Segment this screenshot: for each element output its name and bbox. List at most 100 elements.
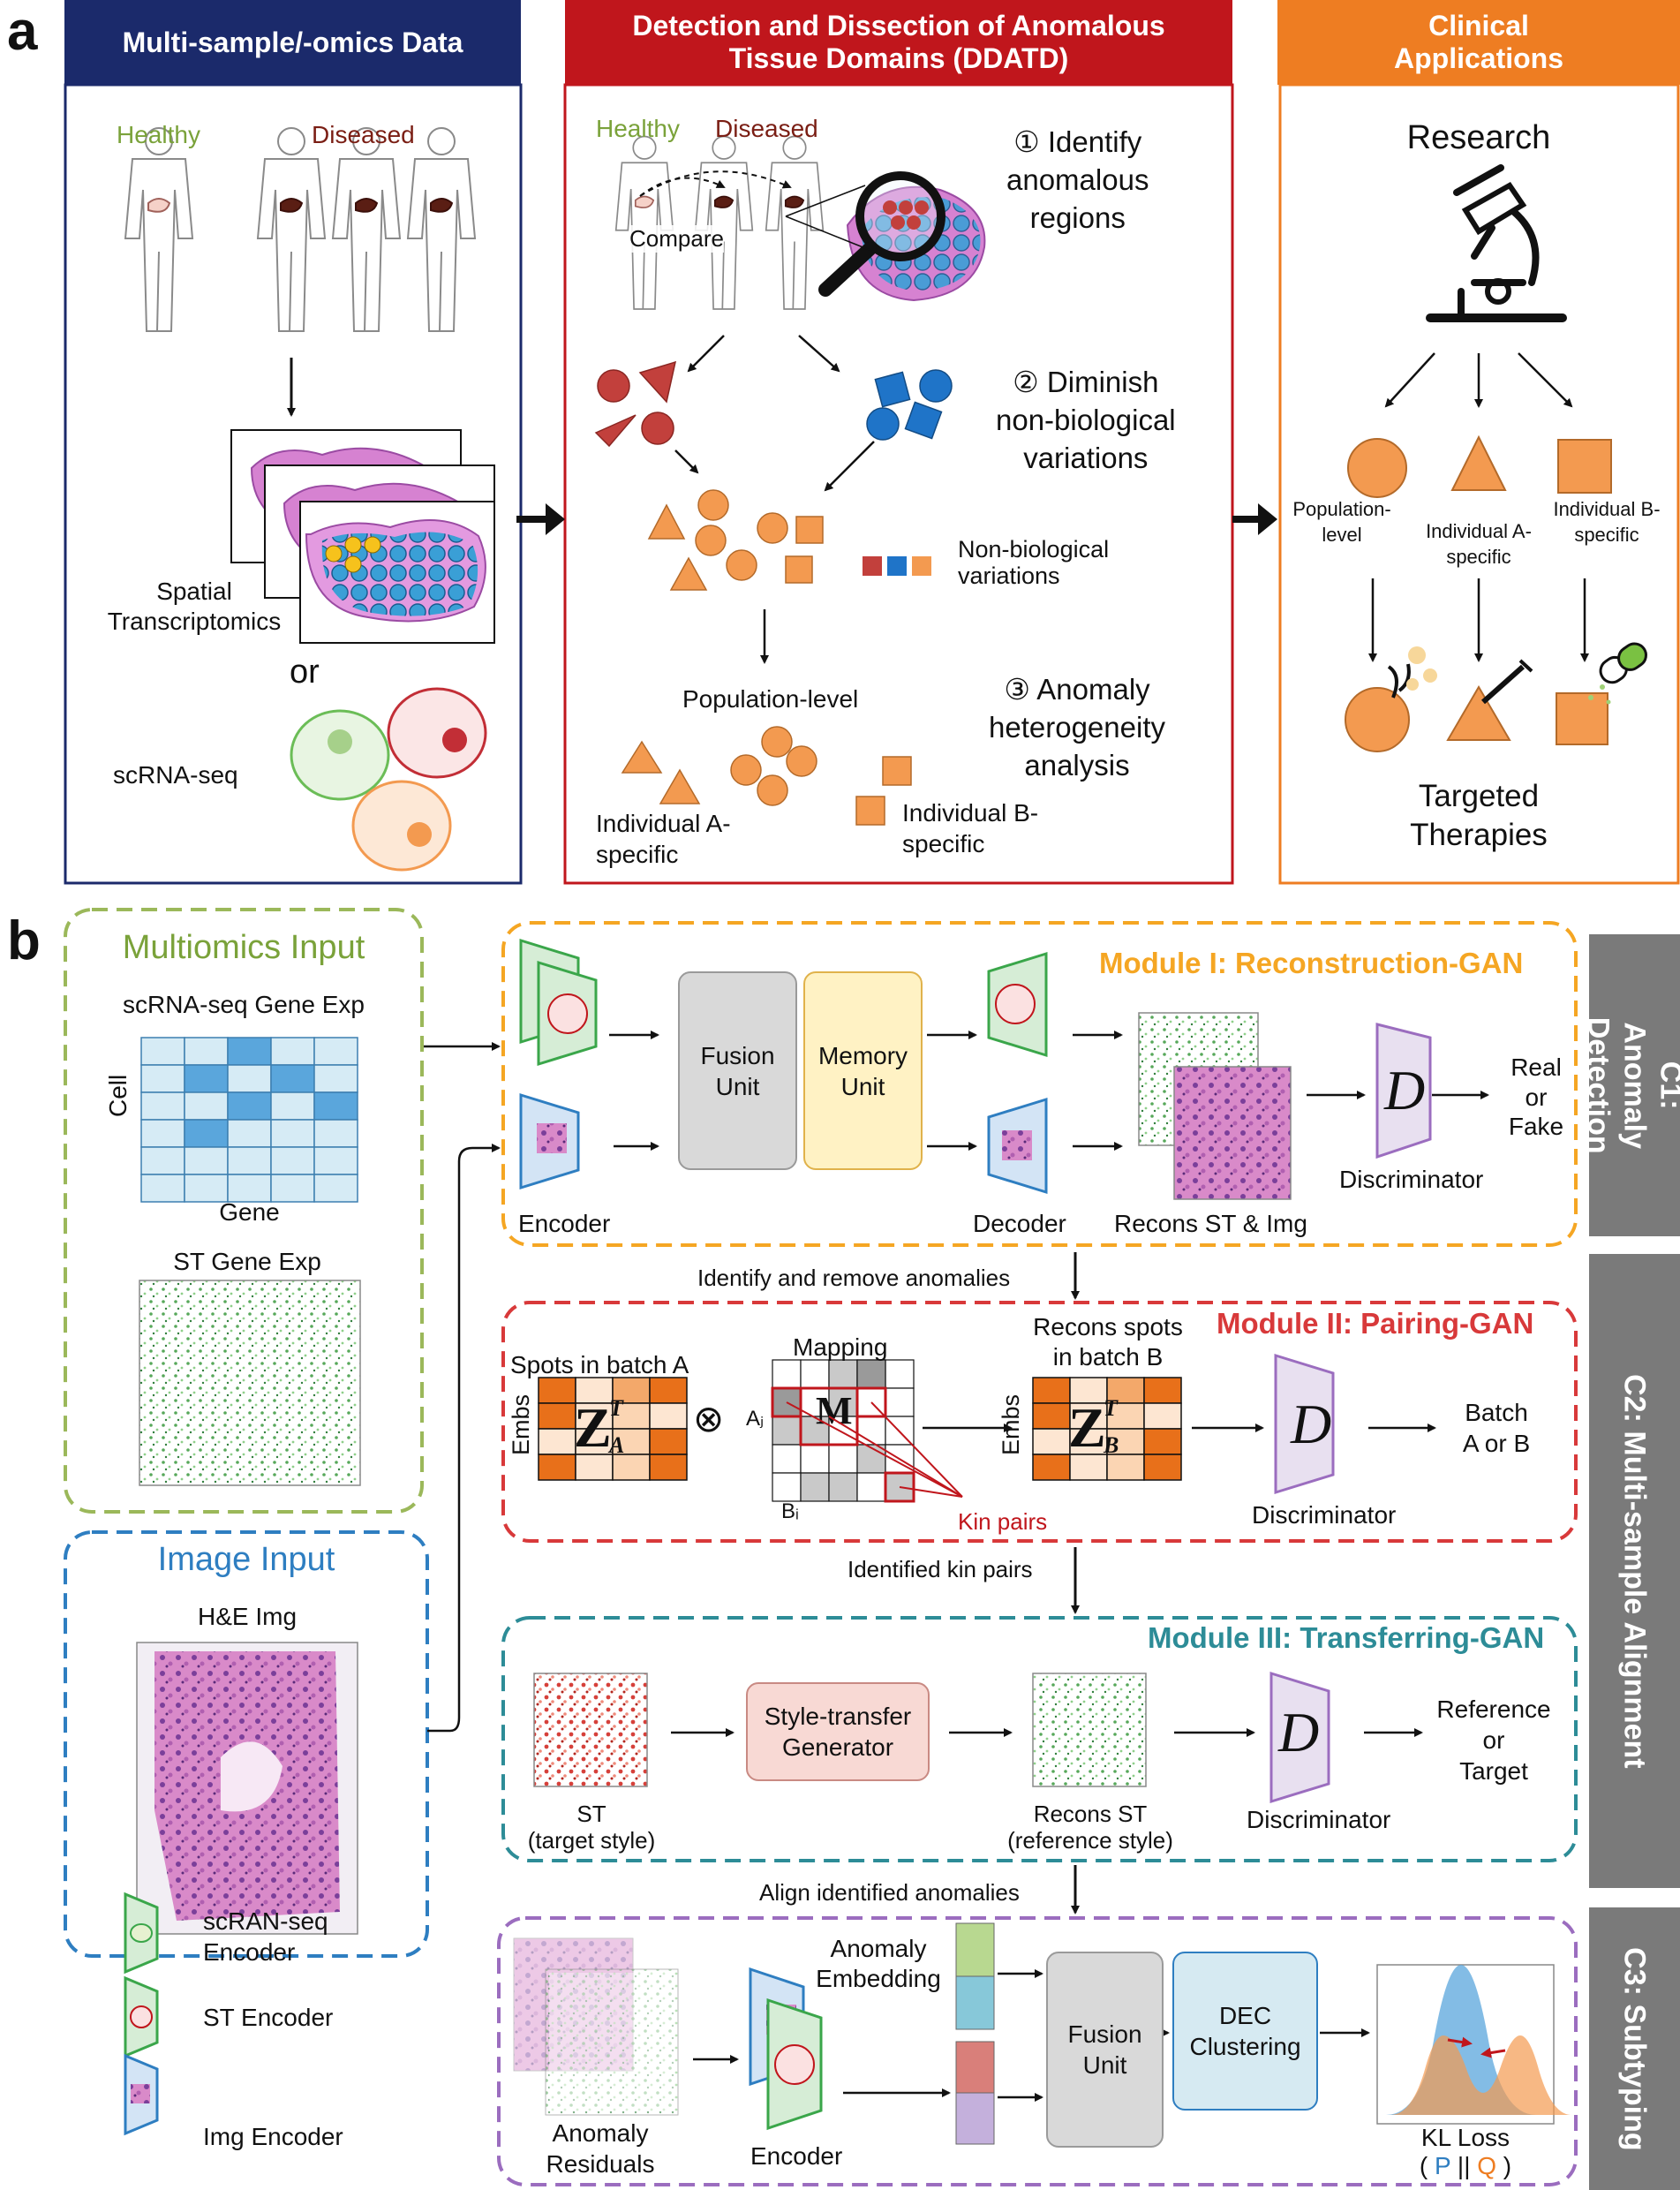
kl-close: ) (1496, 2152, 1512, 2179)
za-matrix-cell (538, 1454, 576, 1481)
individual-b-label-2: Individual B- specific (1553, 498, 1661, 546)
side-c3: C3: Subtyping (1589, 1907, 1680, 2190)
gene-grid-cell (270, 1037, 315, 1066)
gene-grid-cell (270, 1174, 315, 1203)
mapping-label: Mapping (793, 1333, 888, 1361)
module2-title: Module II: Pairing-GAN (1217, 1307, 1534, 1340)
embs-label-b: Embs (998, 1393, 1024, 1455)
gene-grid-cell (313, 1091, 358, 1121)
gene-grid-cell (227, 1091, 272, 1121)
non-biological-label: Non-biological variations (958, 536, 1110, 589)
multiomics-input-title: Multiomics Input (122, 929, 365, 966)
side-c1: C1: Anomaly Detection (1582, 934, 1680, 1236)
kin-line (899, 1486, 963, 1498)
gene-grid-cell (313, 1146, 358, 1175)
za-matrix-cell (612, 1454, 651, 1481)
scrna-gene-exp-label: scRNA-seq Gene Exp (123, 991, 365, 1018)
diseased-label-2: Diseased (715, 115, 818, 142)
side-c2: C2: Multi-sample Alignment (1589, 1254, 1680, 1888)
kl-q: Q (1477, 2152, 1497, 2179)
orange-shapes (647, 489, 824, 591)
big-arrow-2 (1232, 503, 1277, 535)
module1-title: Module I: Reconstruction-GAN (1099, 947, 1524, 979)
gene-grid-cell (140, 1091, 185, 1121)
mapping-cell (856, 1472, 886, 1502)
mapping-cell (828, 1472, 858, 1502)
research-label: Research (1406, 119, 1551, 156)
mapping-cell (828, 1444, 858, 1474)
flow-identify-remove: Identify and remove anomalies (697, 1265, 1011, 1291)
individual-a-label-2: Individual A- specific (1426, 520, 1532, 568)
panel-label-a: a (7, 1, 38, 62)
side-c2-text: C2: Multi-sample Alignment (1617, 1373, 1652, 1769)
encoder-label-4: Encoder (750, 2142, 843, 2170)
step1-label: ① Identify anomalous regions (1006, 125, 1149, 234)
zb-matrix-cell (1106, 1454, 1145, 1481)
zb-sub: B (1103, 1432, 1119, 1458)
zb-matrix-cell (1032, 1402, 1071, 1430)
zb-matrix-cell (1069, 1454, 1108, 1481)
za-matrix-cell (612, 1428, 651, 1455)
mapping-highlight (855, 1386, 887, 1418)
zb-matrix-cell (1032, 1377, 1071, 1404)
module3-graphics (533, 1671, 1423, 1804)
image-input-frame (64, 1530, 429, 1958)
gene-grid-cell (227, 1037, 272, 1066)
gene-grid-cell (140, 1064, 185, 1093)
human-figures-col2 (614, 135, 825, 310)
individual-a-label: Individual A- specific (596, 810, 731, 868)
fusion-unit-box: Fusion Unit (678, 971, 797, 1170)
kl-loss-formula: ( P || Q ) (1377, 2152, 1554, 2180)
za-matrix-cell (649, 1402, 688, 1430)
otimes-symbol: ⊗ (693, 1398, 725, 1439)
kl-open: ( (1419, 2152, 1435, 2179)
panel-a-frames (64, 0, 1680, 885)
zb-matrix-cell (1143, 1454, 1182, 1481)
style-transfer-generator-box: Style-transfer Generator (746, 1682, 930, 1781)
recons-st-reference-label: Recons ST (reference style) (1007, 1801, 1173, 1854)
memory-unit-box: Memory Unit (803, 971, 923, 1170)
module4-frame (497, 1916, 1578, 2186)
aj-label: Aⱼ (746, 1407, 765, 1431)
red-shapes (594, 360, 677, 448)
zb-matrix-cell (1032, 1428, 1071, 1455)
scrna-seq-label: scRNA-seq (113, 761, 238, 789)
za-sub: A (607, 1432, 624, 1458)
targeted-therapies-label: Targeted Therapies (1410, 779, 1548, 852)
gene-grid-cell (140, 1119, 185, 1148)
discriminator-shape-2 (1274, 1353, 1335, 1495)
flow-identified-kin: Identified kin pairs (848, 1556, 1033, 1582)
module3-frame (501, 1616, 1578, 1862)
m-letter: M (816, 1389, 853, 1432)
gene-grid-cell (313, 1037, 358, 1066)
healthy-label: Healthy (117, 121, 200, 148)
mapping-cell (772, 1359, 802, 1389)
multiomics-frame (64, 908, 424, 1514)
discriminator-label-2: Discriminator (1252, 1501, 1397, 1529)
anomaly-embedding-label: Anomaly Embedding (816, 1935, 941, 1992)
module3-title: Module III: Transferring-GAN (1148, 1621, 1545, 1654)
population-level-label: Population-level (682, 685, 859, 713)
recons-spots-b-label: Recons spots in batch B (1033, 1313, 1183, 1371)
step3-label: ③ Anomaly heterogeneity analysis (989, 673, 1165, 782)
za-sup: T (609, 1395, 624, 1421)
blue-shapes (866, 369, 953, 441)
mapping-cell (885, 1359, 915, 1389)
discriminator-d-3: D (1278, 1701, 1320, 1763)
legend-encoders (124, 1892, 159, 2136)
spatial-transcriptomics-stack (230, 429, 495, 644)
flow-align-anomalies: Align identified anomalies (759, 1879, 1020, 1906)
za-matrix-cell (612, 1377, 651, 1404)
gene-grid-cell (270, 1119, 315, 1148)
za-letter: Z (574, 1396, 612, 1459)
mapping-cell (828, 1359, 858, 1389)
decoder-label-1: Decoder (973, 1210, 1066, 1237)
zb-letter: Z (1068, 1396, 1106, 1459)
spots-batch-a-label: Spots in batch A (510, 1351, 689, 1378)
encoder-label-1: Encoder (518, 1210, 611, 1237)
kin-line (870, 1401, 963, 1498)
gene-exp-grid (140, 1037, 358, 1203)
kl-loss-label: KL Loss (1420, 2124, 1510, 2151)
